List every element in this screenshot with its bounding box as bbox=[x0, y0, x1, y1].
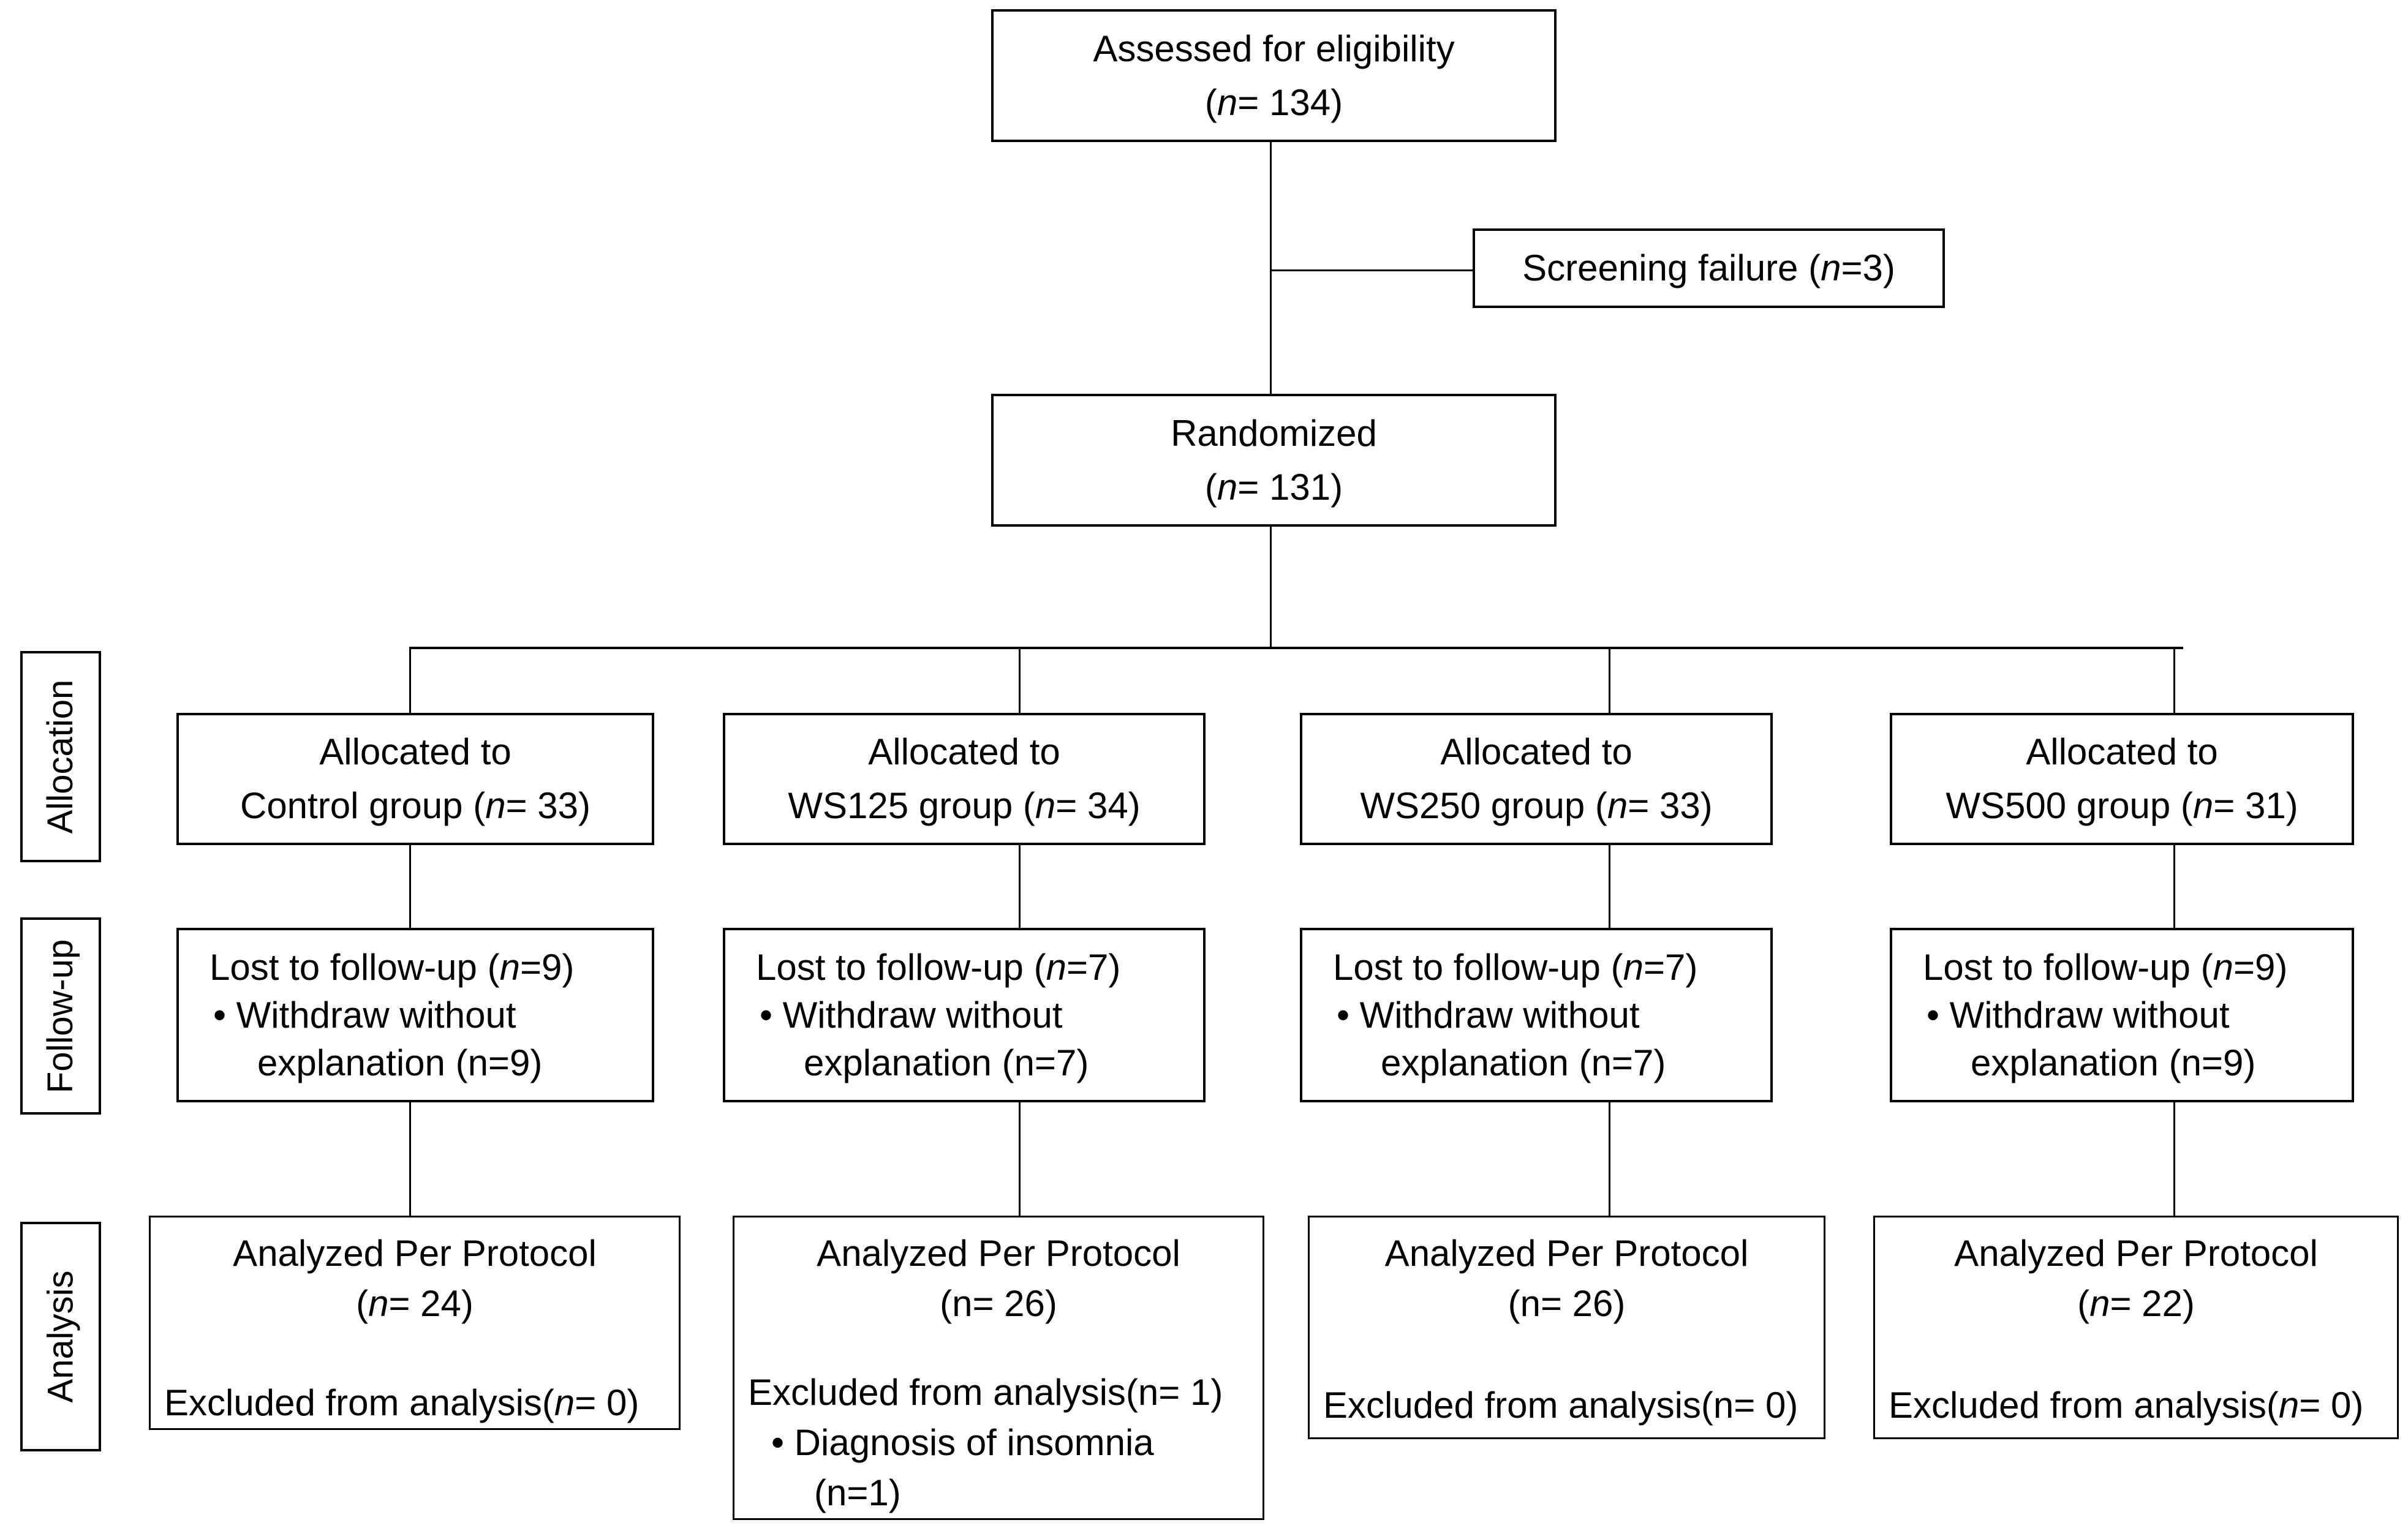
text-line: (n= 26) bbox=[940, 1283, 1057, 1324]
text-line: Allocated to bbox=[868, 731, 1060, 772]
box-assessed-for-eligibility: Assessed for eligibility (n= 134) bbox=[991, 9, 1557, 142]
text-line: Control group (n= 33) bbox=[240, 785, 591, 826]
text-line: explanation (n=7) bbox=[1381, 1042, 1666, 1083]
text-line: Analyzed Per Protocol bbox=[1954, 1233, 2318, 1274]
text-line: WS250 group (n= 33) bbox=[1360, 785, 1713, 826]
text-line: Allocated to bbox=[2026, 731, 2218, 772]
box-followup-control: Lost to follow-up (n=9) • Withdraw withou… bbox=[176, 928, 654, 1102]
text-line: Lost to follow-up (n=9) bbox=[1923, 946, 2288, 988]
text-line: Excluded from analysis(n= 0) bbox=[1889, 1385, 2364, 1426]
connector-allocation-to-followup-2 bbox=[1019, 845, 1021, 929]
text-line: explanation (n=9) bbox=[257, 1042, 543, 1083]
text-line: • Diagnosis of insomnia bbox=[771, 1422, 1154, 1463]
text-line bbox=[151, 1329, 679, 1378]
connector-split-to-allocation-4 bbox=[2173, 649, 2175, 714]
text-line: Lost to follow-up (n=9) bbox=[209, 946, 575, 988]
text-line: Allocated to bbox=[319, 731, 511, 772]
connector-allocation-to-followup-4 bbox=[2173, 845, 2175, 929]
connector-followup-to-analysis-3 bbox=[1609, 1101, 1610, 1217]
text-line: Lost to follow-up (n=7) bbox=[1333, 946, 1698, 988]
connector-allocation-to-followup-1 bbox=[409, 845, 411, 929]
box-followup-ws500: Lost to follow-up (n=9) • Withdraw withou… bbox=[1890, 928, 2354, 1102]
text-line: Analyzed Per Protocol bbox=[817, 1233, 1180, 1274]
text-line: • Withdraw without bbox=[1337, 994, 1640, 1036]
text-line: • Withdraw without bbox=[760, 994, 1063, 1036]
box-followup-ws250: Lost to follow-up (n=7) • Withdraw withou… bbox=[1300, 928, 1773, 1102]
text-line: Assessed for eligibility bbox=[1093, 28, 1455, 69]
box-analysis-control: Analyzed Per Protocol (n= 24) Excluded fro… bbox=[149, 1216, 681, 1430]
box-randomized: Randomized (n= 131) bbox=[991, 394, 1557, 527]
connector-followup-to-analysis-2 bbox=[1019, 1101, 1021, 1217]
text-line bbox=[1310, 1329, 1824, 1380]
connector-to-screening-failure bbox=[1271, 269, 1473, 271]
box-analysis-ws125: Analyzed Per Protocol (n= 26) Excluded fro… bbox=[733, 1216, 1264, 1520]
connector-allocation-to-followup-3 bbox=[1609, 845, 1610, 929]
box-allocation-ws500: Allocated to WS500 group (n= 31) bbox=[1890, 713, 2354, 845]
text-line: Excluded from analysis(n= 0) bbox=[164, 1382, 640, 1423]
stage-label-allocation: Allocation bbox=[20, 651, 101, 862]
text-line: (n= 24) bbox=[356, 1283, 474, 1324]
text-line bbox=[734, 1329, 1263, 1368]
text-line: Excluded from analysis(n= 0) bbox=[1323, 1385, 1798, 1426]
box-allocation-ws125: Allocated to WS125 group (n= 34) bbox=[723, 713, 1206, 845]
connector-followup-to-analysis-1 bbox=[409, 1101, 411, 1217]
stage-label-allocation-text: Allocation bbox=[40, 679, 81, 834]
text-line: (n= 134) bbox=[1204, 81, 1343, 123]
stage-label-analysis: Analysis bbox=[20, 1222, 101, 1451]
text-line: WS500 group (n= 31) bbox=[1946, 785, 2298, 826]
box-screening-failure: Screening failure (n=3) bbox=[1473, 228, 1945, 308]
box-followup-ws125: Lost to follow-up (n=7) • Withdraw withou… bbox=[723, 928, 1206, 1102]
stage-label-followup-text: Follow-up bbox=[40, 939, 81, 1093]
text-line: • Withdraw without bbox=[213, 994, 516, 1036]
connector-split-to-allocation-3 bbox=[1609, 649, 1610, 717]
connector-randomized-to-split bbox=[1270, 527, 1272, 648]
text-line: Analyzed Per Protocol bbox=[1384, 1233, 1749, 1274]
text-line: explanation (n=7) bbox=[804, 1042, 1089, 1083]
text-line: • Withdraw without bbox=[1927, 994, 2230, 1036]
text-line: (n= 22) bbox=[2077, 1283, 2195, 1324]
text-line: WS125 group (n= 34) bbox=[788, 785, 1141, 826]
text-line: explanation (n=9) bbox=[1971, 1042, 2256, 1083]
box-analysis-ws500: Analyzed Per Protocol (n= 22) Excluded fro… bbox=[1873, 1216, 2399, 1439]
stage-label-followup: Follow-up bbox=[20, 917, 101, 1115]
connector-split-to-allocation-2 bbox=[1019, 649, 1021, 714]
text-line: Screening failure (n=3) bbox=[1522, 247, 1895, 288]
connector-followup-to-analysis-4 bbox=[2173, 1101, 2175, 1217]
text-line: Excluded from analysis(n= 1) bbox=[748, 1372, 1223, 1413]
text-line: Lost to follow-up (n=7) bbox=[756, 946, 1121, 988]
text-line bbox=[1875, 1329, 2397, 1380]
box-analysis-ws250: Analyzed Per Protocol (n= 26) Excluded fro… bbox=[1308, 1216, 1825, 1439]
connector-split-to-allocation-1 bbox=[409, 649, 411, 714]
stage-label-analysis-text: Analysis bbox=[40, 1270, 81, 1403]
box-allocation-ws250: Allocated to WS250 group (n= 33) bbox=[1300, 713, 1773, 845]
text-line: (n=1) bbox=[814, 1472, 901, 1513]
box-allocation-control: Allocated to Control group (n= 33) bbox=[176, 713, 654, 845]
text-line: Allocated to bbox=[1440, 731, 1632, 772]
text-line: (n= 131) bbox=[1204, 466, 1343, 508]
connector-assessed-to-randomized bbox=[1270, 142, 1272, 394]
text-line: Analyzed Per Protocol bbox=[233, 1233, 597, 1274]
text-line: (n= 26) bbox=[1508, 1283, 1626, 1324]
connector-distribution-line bbox=[409, 647, 2183, 649]
text-line: Randomized bbox=[1171, 412, 1377, 454]
